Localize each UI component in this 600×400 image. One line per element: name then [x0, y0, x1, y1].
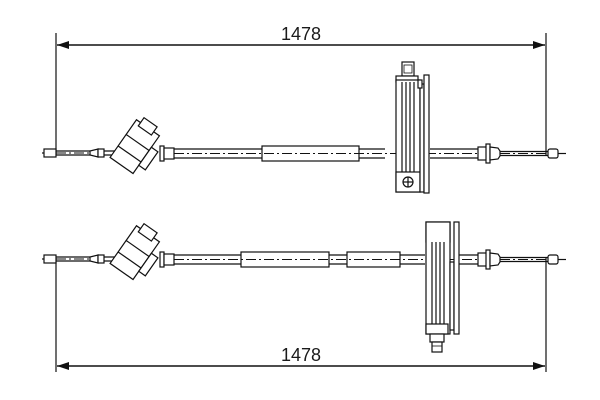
top-dimension-value: 1478 [281, 24, 321, 44]
top-inner-wire-left [56, 150, 92, 156]
top-collar-nut [159, 145, 175, 162]
top-left-end-fitting [42, 148, 57, 158]
top-conduit [174, 145, 480, 162]
bottom-mounting-bracket [425, 221, 460, 353]
top-right-ferrule [477, 143, 566, 164]
bottom-conduit [174, 251, 480, 268]
bottom-angled-bracket [109, 222, 161, 281]
top-cable: 1478 [42, 24, 566, 194]
bottom-dimension-value: 1478 [281, 345, 321, 365]
bottom-dimension: 1478 [55, 258, 547, 372]
bottom-left-end-fitting [42, 254, 57, 264]
top-angled-bracket [109, 116, 161, 175]
top-mounting-bracket [395, 61, 430, 194]
bottom-cable: 1478 [42, 221, 566, 372]
bottom-right-ferrule [477, 249, 566, 270]
top-dimension: 1478 [55, 24, 547, 155]
bottom-inner-wire-left [56, 256, 92, 262]
bottom-collar-nut [159, 251, 175, 268]
